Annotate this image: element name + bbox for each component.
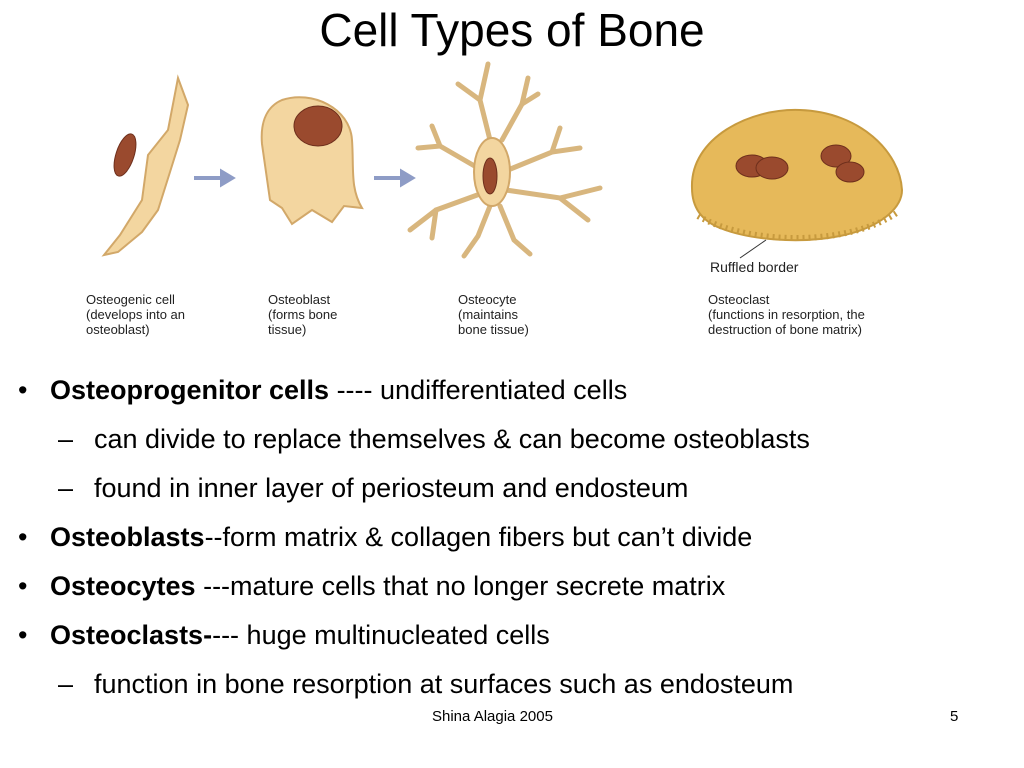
osteoclast-drawing: [690, 108, 904, 259]
ruffled-border-label: Ruffled border: [710, 259, 799, 275]
bullet-term: Osteoblasts: [50, 522, 205, 552]
bullet-text: --- huge multinucleated cells: [212, 620, 550, 650]
bullet-osteocytes: • Osteocytes ---mature cells that no long…: [18, 562, 1018, 611]
osteogenic-cell-drawing: [101, 74, 190, 257]
bullet-marker: •: [18, 620, 28, 650]
subbullet-divide: –can divide to replace themselves & can …: [18, 415, 1018, 464]
subbullet-text: function in bone resorption at surfaces …: [94, 669, 794, 699]
dash-marker: –: [58, 473, 74, 503]
bullet-term: Osteocytes: [50, 571, 196, 601]
bullet-osteoprogenitor: • Osteoprogenitor cells ---- undifferenti…: [18, 366, 1018, 415]
page-number: 5: [950, 708, 959, 725]
bullet-term: Osteoclasts-: [50, 620, 213, 650]
subbullet-text: found in inner layer of periosteum and e…: [94, 473, 689, 503]
bullet-text: ---- undifferentiated cells: [329, 375, 628, 405]
dash-marker: –: [58, 669, 74, 699]
osteocyte-drawing: [407, 61, 603, 259]
bullet-osteoblasts: • Osteoblasts--form matrix & collagen fib…: [18, 513, 1018, 562]
caption-osteoblast: Osteoblast (forms bone tissue): [268, 292, 338, 337]
caption-osteoclast: Osteoclast (functions in resorption, the…: [708, 292, 865, 337]
bullet-text: --form matrix & collagen fibers but can’…: [204, 522, 753, 552]
arrow-icon: [194, 168, 236, 188]
footer-text: Shina Alagia 2005: [432, 708, 553, 725]
bullet-list: • Osteoprogenitor cells ---- undifferenti…: [18, 366, 1018, 709]
bullet-marker: •: [18, 522, 28, 552]
bone-cell-illustration: [101, 61, 904, 259]
subbullet-location: –found in inner layer of periosteum and …: [18, 464, 1018, 513]
bullet-marker: •: [18, 571, 28, 601]
dash-marker: –: [58, 424, 74, 454]
bullet-marker: •: [18, 375, 28, 405]
osteoblast-drawing: [260, 96, 364, 226]
bullet-osteoclasts: • Osteoclasts---- huge multinucleated cel…: [18, 611, 1018, 660]
subbullet-resorption: –function in bone resorption at surfaces…: [18, 660, 1018, 709]
bullet-text: ---mature cells that no longer secrete m…: [195, 571, 726, 601]
bone-cell-figure: Ruffled border Osteogenic cell (develops…: [60, 60, 940, 350]
arrow-icon: [374, 168, 416, 188]
caption-osteogenic-cell: Osteogenic cell (develops into an osteob…: [86, 292, 186, 337]
subbullet-text: can divide to replace themselves & can b…: [94, 424, 810, 454]
bullet-term: Osteoprogenitor cells: [50, 375, 330, 405]
slide-title: Cell Types of Bone: [319, 4, 705, 56]
caption-osteocyte: Osteocyte (maintains bone tissue): [458, 292, 529, 337]
